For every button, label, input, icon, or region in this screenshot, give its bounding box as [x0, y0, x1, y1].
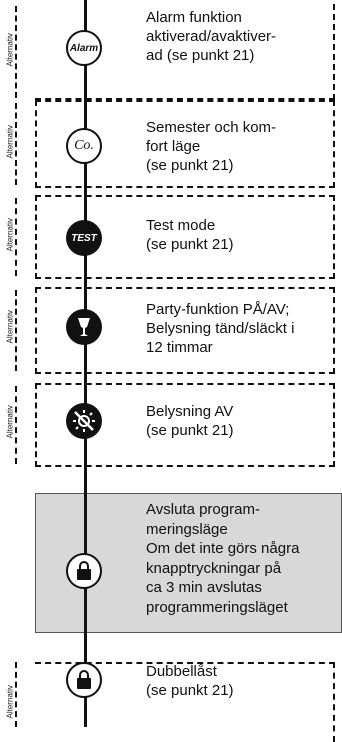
party-glass-icon	[78, 318, 90, 336]
step-alarm-text: Alarm funktion aktiverad/avaktiver- ad (…	[146, 8, 336, 65]
lighting-off-icon	[73, 410, 95, 432]
step-test-box	[35, 195, 335, 279]
step-line: 12 timmar	[146, 339, 213, 356]
alt-label: Alternativ	[5, 218, 15, 252]
alt-bracket	[15, 290, 17, 371]
alt-bracket	[15, 662, 17, 727]
padlock-icon	[66, 553, 102, 589]
alt-label: Alternativ	[5, 685, 15, 719]
step-line: Dubbellåst	[146, 663, 217, 680]
alarm-icon: Alarm	[66, 30, 102, 66]
test-icon-text: TEST	[71, 232, 97, 244]
step-line: Belysning tänd/släckt i	[146, 320, 295, 337]
alt-bracket	[15, 386, 17, 464]
step-exit-text: Avsluta program- meringsläge Om det inte…	[146, 500, 336, 617]
step-lighting-text: Belysning AV (se punkt 21)	[146, 402, 336, 440]
alt-label: Alternativ	[5, 125, 15, 159]
step-line: Party-funktion PÅ/AV;	[146, 301, 290, 318]
step-line: knapptryckningar på	[146, 559, 282, 577]
step-line: Semester och kom-	[146, 119, 277, 136]
step-line: (se punkt 21)	[146, 236, 234, 253]
step-line: (se punkt 21)	[146, 682, 234, 699]
alt-label: Alternativ	[5, 405, 15, 439]
step-alarm-box	[35, 4, 335, 100]
flow-line	[84, 0, 87, 727]
test-icon: TEST	[66, 220, 102, 256]
padlock-icon	[66, 662, 102, 698]
step-line: (se punkt 21)	[146, 157, 234, 174]
step-double-lock-text: Dubbellåst (se punkt 21)	[146, 662, 336, 700]
step-line: Om det inte görs några	[146, 540, 300, 557]
step-line: Test mode	[146, 217, 216, 234]
comfort-icon: Co.	[66, 128, 102, 164]
step-comfort-box	[35, 100, 335, 188]
step-line: Alarm funktion	[146, 9, 242, 26]
step-line: Belysning AV	[146, 403, 234, 420]
step-party-box	[35, 287, 335, 374]
alt-bracket	[15, 103, 17, 185]
step-line: Avsluta program-	[146, 501, 260, 518]
flow-line	[84, 493, 87, 727]
padlock-icon	[77, 670, 91, 689]
alt-bracket	[15, 198, 17, 276]
step-line: aktiverad/avaktiver-	[146, 28, 277, 45]
lighting-off-icon	[66, 403, 102, 439]
step-line: ad (se punkt 21)	[146, 47, 255, 64]
party-glass-icon	[66, 309, 102, 345]
alt-label: Alternativ	[5, 310, 15, 344]
step-line: programmeringsläget	[146, 598, 288, 616]
padlock-icon	[77, 561, 91, 580]
step-party-text: Party-funktion PÅ/AV; Belysning tänd/slä…	[146, 300, 336, 357]
step-line: meringsläge	[146, 520, 228, 538]
step-line: fort läge	[146, 138, 201, 155]
step-test-text: Test mode (se punkt 21)	[146, 216, 336, 254]
comfort-icon-text: Co.	[74, 138, 94, 153]
step-lighting-box	[35, 383, 335, 467]
alt-bracket	[15, 6, 17, 98]
step-line: ca 3 min avslutas	[146, 579, 262, 596]
step-double-lock-box	[35, 662, 335, 742]
alt-label: Alternativ	[5, 33, 15, 67]
alarm-icon-text: Alarm	[69, 42, 99, 54]
step-line: (se punkt 21)	[146, 422, 234, 439]
step-comfort-text: Semester och kom- fort läge (se punkt 21…	[146, 118, 336, 175]
